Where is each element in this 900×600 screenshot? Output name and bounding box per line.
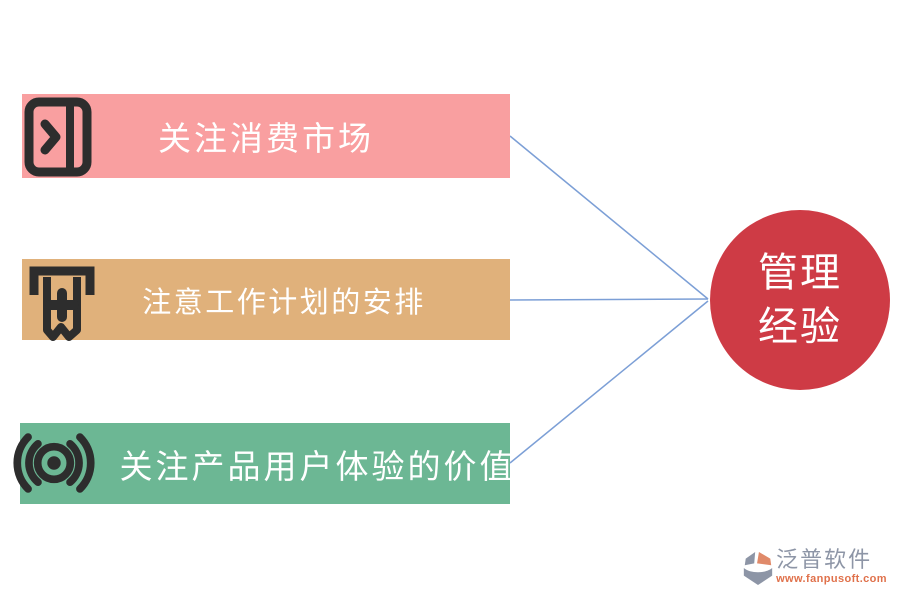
fanpu-logo-icon <box>743 552 773 586</box>
item-label-consumer-market: 关注消费市场 <box>158 120 374 157</box>
connector-line-top <box>509 135 709 300</box>
watermark-brand-name: 泛普软件 <box>776 547 873 572</box>
item-label-work-plan: 注意工作计划的安排 <box>142 286 426 319</box>
connector-line-middle <box>509 298 709 301</box>
item-label-user-experience: 关注产品用户体验的价值 <box>119 447 516 485</box>
item-bar-user-experience: 关注产品用户体验的价值 <box>13 423 516 504</box>
center-node-management-experience: 管理 经验 <box>710 210 890 390</box>
receipt-plus-icon <box>22 261 102 345</box>
journal-arrow-icon <box>19 97 95 177</box>
center-node-label-line2: 经验 <box>758 305 842 349</box>
watermark: 泛普软件 www.fanpusoft.com <box>741 548 887 588</box>
broadcast-icon <box>6 424 102 502</box>
item-bar-work-plan: 注意工作计划的安排 <box>22 259 510 341</box>
watermark-url: www.fanpusoft.com <box>776 573 887 585</box>
item-bar-consumer-market: 关注消费市场 <box>22 94 510 178</box>
center-node-label-line1: 管理 <box>758 251 842 295</box>
connector-line-bottom <box>509 300 709 464</box>
